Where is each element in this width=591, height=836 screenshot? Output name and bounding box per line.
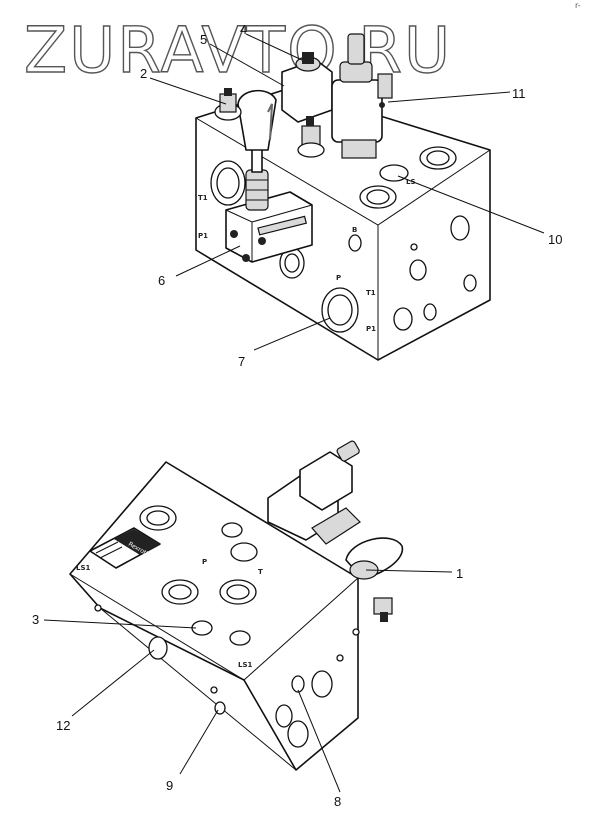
solenoid-valve-lower xyxy=(267,440,403,622)
solenoid-indicator xyxy=(379,102,385,108)
port-label-ls1-right: LS1 xyxy=(238,661,253,669)
lower-valve-block: Rexroth LS1 LS1 P T xyxy=(69,440,403,771)
port-left-large-inner xyxy=(216,167,240,199)
hand-lever-valve xyxy=(225,89,313,263)
lower-hole-left-b xyxy=(210,686,218,694)
leader-8 xyxy=(297,689,341,793)
solenoid-base-nut xyxy=(341,139,377,159)
solenoid-plug xyxy=(377,73,393,99)
lower-port-a-inner xyxy=(146,510,170,526)
fitting-4-cap xyxy=(302,52,314,64)
lower-port-8 xyxy=(291,675,305,693)
port-label-t1-right: T1 xyxy=(366,289,376,297)
callout-3: 3 xyxy=(32,612,39,627)
lower-fitting-side xyxy=(373,597,393,615)
lever-valve-bolt-b xyxy=(242,254,250,262)
callout-12: 12 xyxy=(56,718,70,733)
lower-port-b xyxy=(221,522,243,538)
port-label-ls: LS xyxy=(406,178,416,186)
callout-4: 4 xyxy=(240,22,247,37)
lower-hole-right-b xyxy=(352,628,360,636)
port-top-right-inner xyxy=(426,150,450,166)
lower-port-d xyxy=(229,630,251,646)
lower-hole-left-a xyxy=(94,604,102,612)
callout-6: 6 xyxy=(158,273,165,288)
solenoid-coil xyxy=(331,79,383,143)
lower-port-right-a xyxy=(311,670,333,698)
port-label-b: B xyxy=(352,226,357,234)
lower-port-c xyxy=(230,542,258,562)
lower-port-12 xyxy=(148,636,168,660)
lower-port-p-inner xyxy=(168,584,192,600)
callout-1: 1 xyxy=(456,566,463,581)
port-label-ls1-left: LS1 xyxy=(76,564,91,572)
port-label-p1-left: P1 xyxy=(198,232,208,240)
port-top-front-inner xyxy=(366,189,390,205)
port-p-large-inner xyxy=(327,294,353,326)
leader-4 xyxy=(245,33,303,61)
top-fittings xyxy=(214,52,333,158)
corner-mark: r- xyxy=(575,1,581,10)
fitting-lower-cap xyxy=(306,116,314,126)
leader-1 xyxy=(365,569,453,573)
leader-5 xyxy=(209,43,285,87)
lower-port-t-inner xyxy=(226,584,250,600)
nameplate-line-1 xyxy=(95,541,119,554)
port-label-p: P xyxy=(336,274,341,282)
lower-solenoid-connector xyxy=(311,507,361,545)
port-right-b xyxy=(409,259,427,281)
port-label-p-lower: P xyxy=(202,558,207,566)
lower-fitting-side-cap xyxy=(380,612,388,622)
solenoid-connector xyxy=(347,33,365,65)
watermark-text: ZURAVTO.RU xyxy=(24,14,452,87)
port-right-c xyxy=(410,243,418,251)
port-right-e xyxy=(393,307,413,331)
leader-7 xyxy=(253,317,331,351)
callout-5: 5 xyxy=(200,32,207,47)
callout-11: 11 xyxy=(512,86,526,101)
leader-9 xyxy=(179,709,219,775)
port-label-p1-right: P1 xyxy=(366,325,376,333)
nameplate-line-2 xyxy=(99,546,123,559)
lever-valve-bolt-a xyxy=(230,230,238,238)
leader-6 xyxy=(175,245,241,277)
port-left-mid-inner xyxy=(284,253,300,273)
leader-lines xyxy=(43,33,545,793)
callout-8: 8 xyxy=(334,794,341,809)
lever-handle-knob xyxy=(237,89,277,151)
lower-hole-right-a xyxy=(336,654,344,662)
port-small-a xyxy=(348,234,362,252)
callout-9: 9 xyxy=(166,778,173,793)
callout-10: 10 xyxy=(548,232,562,247)
lower-solenoid-coil-b xyxy=(299,451,353,511)
lever-valve-bolt-c xyxy=(258,237,266,245)
lever-handle-shading xyxy=(267,103,273,141)
solenoid-valve-upper xyxy=(331,33,393,159)
lower-port-right-c xyxy=(287,720,309,748)
port-right-f xyxy=(423,303,437,321)
callout-7: 7 xyxy=(238,354,245,369)
port-label-t1-left: T1 xyxy=(198,194,208,202)
port-right-d xyxy=(463,274,477,292)
upper-valve-block: T1 P1 T1 P1 P LS B xyxy=(195,33,491,361)
leader-11 xyxy=(387,91,511,103)
fitting-lower-base xyxy=(297,142,325,158)
port-label-t-lower: T xyxy=(258,568,263,576)
leader-2 xyxy=(149,77,227,105)
lower-port-right-b xyxy=(275,704,293,728)
nameplate-dark-band xyxy=(114,529,160,555)
solenoid-coil-top xyxy=(339,61,373,83)
lower-block-front-edge xyxy=(243,679,297,771)
lever-valve-rail xyxy=(257,215,307,236)
nameplate: Rexroth xyxy=(89,527,161,569)
fitting-2-cap xyxy=(224,88,232,96)
port-right-a xyxy=(450,215,470,241)
lower-solenoid-cap xyxy=(336,440,360,462)
callout-2: 2 xyxy=(140,66,147,81)
leader-3 xyxy=(43,619,197,629)
leader-10 xyxy=(397,175,545,234)
callout-numbers: 2 4 5 11 10 6 7 1 3 12 9 8 xyxy=(32,22,562,809)
leader-12 xyxy=(71,649,155,717)
